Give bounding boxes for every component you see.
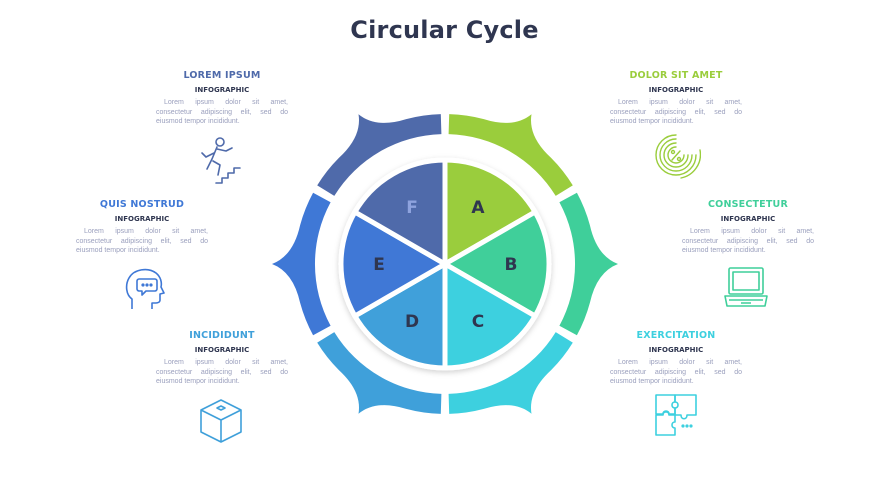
percent-radar-icon	[655, 134, 701, 179]
slice-letter-e: E	[373, 255, 385, 275]
stairs-runner-icon	[201, 137, 241, 184]
step-title: CONSECTETUR	[708, 199, 788, 210]
step-description: Lorem ipsum dolor sit amet, consectetur …	[156, 359, 288, 385]
cube-icon	[200, 399, 242, 443]
pie-slice-d	[351, 259, 448, 371]
step-description: Lorem ipsum dolor sit amet, consectetur …	[610, 359, 742, 385]
step-subtitle: INFOGRAPHIC	[720, 215, 776, 223]
ring-segment-f	[317, 114, 442, 196]
ring-segment-c	[448, 332, 573, 414]
page-title: Circular Cycle	[350, 16, 539, 44]
step-title: QUIS NOSTRUD	[99, 199, 185, 210]
pie-slice-b	[439, 208, 552, 320]
pie-slice-e	[338, 208, 451, 320]
ring-segment-b	[559, 192, 618, 336]
step-title: DOLOR SIT AMET	[629, 70, 723, 81]
step-description: Lorem ipsum dolor sit amet, consectetur …	[76, 228, 208, 254]
step-description: Lorem ipsum dolor sit amet, consectetur …	[156, 99, 288, 125]
slice-letter-b: B	[505, 255, 518, 275]
step-block-quis-nostrud: QUIS NOSTRUD INFOGRAPHIC Lorem ipsum dol…	[76, 199, 208, 256]
step-block-consectetur: CONSECTETUR INFOGRAPHIC Lorem ipsum dolo…	[682, 199, 814, 256]
head-speech-bubble-icon	[125, 268, 165, 309]
ring-segment-e	[272, 192, 331, 336]
slice-letter-f: F	[406, 198, 418, 218]
step-block-dolor-sit-amet: DOLOR SIT AMET INFOGRAPHIC Lorem ipsum d…	[610, 70, 742, 127]
slice-letter-a: A	[471, 198, 485, 218]
step-block-incididunt: INCIDIDUNT INFOGRAPHIC Lorem ipsum dolor…	[156, 330, 288, 387]
pie-slice-f	[351, 157, 448, 269]
step-title: INCIDIDUNT	[189, 330, 255, 341]
laptop-icon	[724, 267, 768, 307]
pie-slice-a	[442, 157, 539, 269]
ring-segment-a	[448, 114, 573, 196]
step-subtitle: INFOGRAPHIC	[648, 346, 704, 354]
puzzle-icon	[655, 394, 697, 436]
step-title: EXERCITATION	[636, 330, 716, 341]
step-subtitle: INFOGRAPHIC	[114, 215, 170, 223]
slice-letter-c: C	[472, 312, 484, 332]
step-description: Lorem ipsum dolor sit amet, consectetur …	[682, 228, 814, 254]
step-block-exercitation: EXERCITATION INFOGRAPHIC Lorem ipsum dol…	[610, 330, 742, 387]
slice-letter-d: D	[405, 312, 419, 332]
step-description: Lorem ipsum dolor sit amet, consectetur …	[610, 99, 742, 125]
step-title: LOREM IPSUM	[183, 70, 261, 81]
step-subtitle: INFOGRAPHIC	[648, 86, 704, 94]
step-subtitle: INFOGRAPHIC	[194, 86, 250, 94]
step-subtitle: INFOGRAPHIC	[194, 346, 250, 354]
ring-segment-d	[317, 332, 442, 414]
pie-slice-c	[442, 259, 539, 371]
step-block-lorem-ipsum: LOREM IPSUM INFOGRAPHIC Lorem ipsum dolo…	[156, 70, 288, 127]
